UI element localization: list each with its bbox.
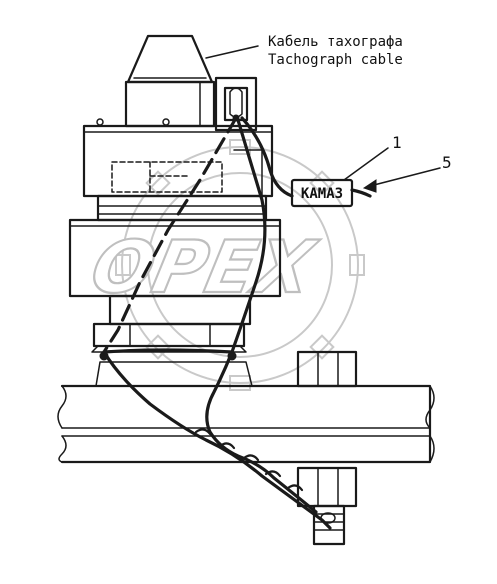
sensor-upper-housing [82,76,274,198]
leader-lines [205,45,441,193]
cable-label-en: Tachograph cable [268,52,403,68]
labels: Кабель тахографа Tachograph cable 1 5 [268,34,452,172]
callout-5: 5 [442,153,452,172]
seal-wire [102,116,332,530]
cable-label-ru: Кабель тахографа [268,34,403,50]
kamaz-seal: КАМАЗ [290,178,372,208]
seal-label: КАМАЗ [301,186,343,202]
fixing-bolt [296,350,358,546]
callout-1: 1 [392,133,402,152]
watermark-text: OPEX [84,226,324,310]
tachograph-connector [124,34,216,128]
watermark-gear [121,146,359,384]
